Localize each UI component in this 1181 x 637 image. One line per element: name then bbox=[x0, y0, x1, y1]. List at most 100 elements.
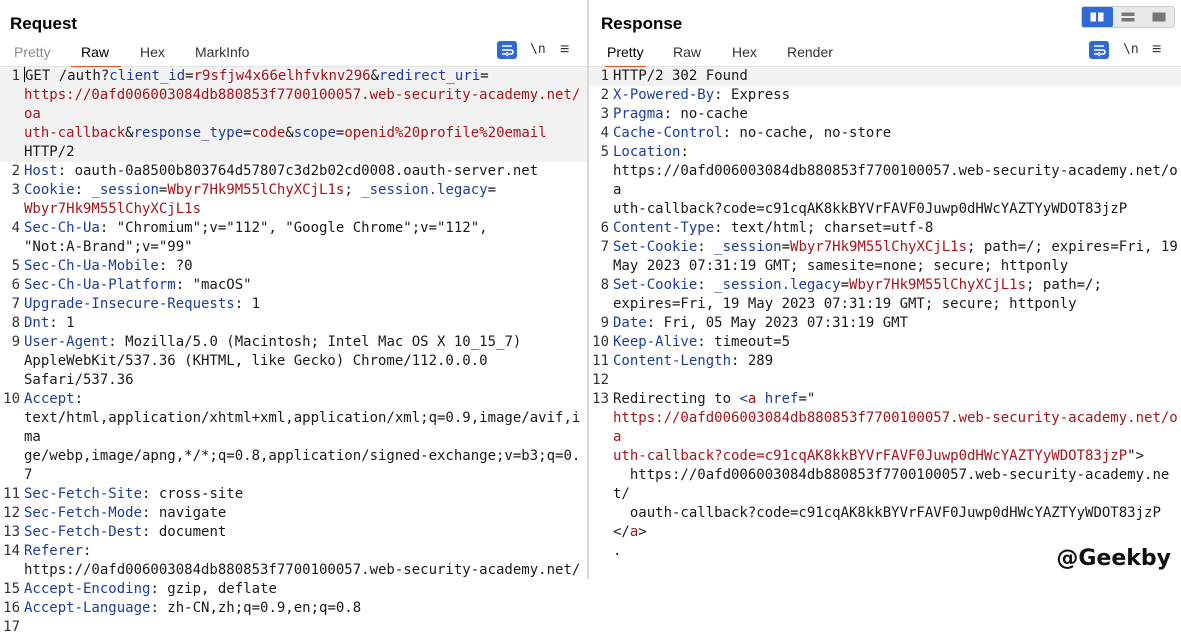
layout-toggle bbox=[1081, 6, 1175, 28]
line-number: 1 bbox=[11, 68, 20, 84]
wrap-lines-icon[interactable] bbox=[1089, 41, 1109, 59]
line-content: Cache-Control: no-cache, no-store bbox=[613, 125, 892, 141]
wrap-lines-icon[interactable] bbox=[497, 41, 517, 59]
line-content: Accept-Language: zh-CN,zh;q=0.9,en;q=0.8 bbox=[24, 600, 362, 616]
newline-toggle-icon[interactable]: \n bbox=[1123, 42, 1139, 57]
line-number: 4 bbox=[11, 220, 20, 236]
line-number: 11 bbox=[3, 486, 20, 502]
line-content: Referer: https://0afd006003084db880853f7… bbox=[24, 543, 581, 578]
response-tab-pretty[interactable]: Pretty bbox=[605, 44, 646, 68]
request-title: Request bbox=[10, 14, 78, 33]
line-number: 5 bbox=[600, 144, 609, 160]
line-number: 10 bbox=[3, 391, 20, 407]
line-content bbox=[24, 618, 587, 637]
line-content: Sec-Ch-Ua-Platform: "macOS" bbox=[24, 277, 252, 293]
line-content: X-Powered-By: Express bbox=[613, 87, 791, 103]
line-number: 8 bbox=[11, 315, 20, 331]
line-number: 3 bbox=[600, 106, 609, 122]
line-content: Content-Type: text/html; charset=utf-8 bbox=[613, 220, 934, 236]
line-content: Upgrade-Insecure-Requests: 1 bbox=[24, 296, 261, 312]
line-number: 7 bbox=[11, 296, 20, 312]
line-content: Pragma: no-cache bbox=[613, 106, 748, 122]
response-tab-raw[interactable]: Raw bbox=[673, 44, 702, 60]
line-content: User-Agent: Mozilla/5.0 (Macintosh; Inte… bbox=[24, 334, 522, 388]
watermark: @Geekby bbox=[1056, 546, 1171, 571]
response-title: Response bbox=[601, 14, 683, 33]
single-view-icon[interactable] bbox=[1143, 7, 1174, 27]
request-tab-markinfo[interactable]: MarkInfo bbox=[195, 44, 250, 60]
line-content: Date: Fri, 05 May 2023 07:31:19 GMT bbox=[613, 315, 909, 331]
line-number: 11 bbox=[592, 353, 609, 369]
stacked-view-icon[interactable] bbox=[1113, 7, 1144, 27]
line-content: Set-Cookie: _session.legacy=Wbyr7Hk9M55l… bbox=[613, 277, 1102, 312]
line-number: 12 bbox=[3, 505, 20, 521]
line-content: Sec-Ch-Ua-Mobile: ?0 bbox=[24, 258, 193, 274]
line-content: Sec-Fetch-Mode: navigate bbox=[24, 505, 227, 521]
code-line: 12 bbox=[589, 371, 1181, 390]
line-number: 13 bbox=[3, 524, 20, 540]
line-content: Location: https://0afd006003084db880853f… bbox=[613, 144, 1178, 217]
line-number: 10 bbox=[592, 334, 609, 350]
line-content: Content-Length: 289 bbox=[613, 353, 774, 369]
request-tab-hex[interactable]: Hex bbox=[140, 44, 165, 60]
response-tab-hex[interactable]: Hex bbox=[732, 44, 757, 60]
menu-icon[interactable]: ≡ bbox=[560, 41, 570, 58]
line-number: 12 bbox=[592, 372, 609, 388]
response-tabs: Pretty Raw Hex Render bbox=[589, 38, 1181, 68]
response-tab-render[interactable]: Render bbox=[787, 44, 833, 60]
side-by-side-view-icon[interactable] bbox=[1082, 7, 1113, 27]
line-content: Accept: text/html,application/xhtml+xml,… bbox=[24, 391, 581, 483]
line-content: Sec-Fetch-Dest: document bbox=[24, 524, 227, 540]
line-content: Set-Cookie: _session=Wbyr7Hk9M55lChyXCjL… bbox=[613, 239, 1178, 274]
menu-icon[interactable]: ≡ bbox=[1152, 41, 1162, 58]
line-content: Sec-Ch-Ua: "Chromium";v="112", "Google C… bbox=[24, 220, 488, 255]
line-content: GET /auth?client_id=r9sfjw4x66elhfvknv29… bbox=[24, 67, 581, 160]
line-number: 15 bbox=[3, 581, 20, 597]
request-tab-raw[interactable]: Raw bbox=[71, 44, 122, 68]
line-content: HTTP/2 302 Found bbox=[613, 68, 748, 84]
line-number: 5 bbox=[11, 258, 20, 274]
pane-divider[interactable] bbox=[587, 0, 589, 579]
line-content: Accept-Encoding: gzip, deflate bbox=[24, 581, 277, 597]
line-number: 4 bbox=[600, 125, 609, 141]
newline-toggle-icon[interactable]: \n bbox=[530, 42, 546, 57]
line-number: 2 bbox=[11, 163, 20, 179]
line-content: Sec-Fetch-Site: cross-site bbox=[24, 486, 244, 502]
line-content bbox=[613, 371, 1181, 390]
line-content: Dnt: 1 bbox=[24, 315, 75, 331]
line-content: Host: oauth-0a8500b803764d57807c3d2b02cd… bbox=[24, 163, 539, 179]
request-tab-pretty[interactable]: Pretty bbox=[14, 44, 51, 60]
line-number: 9 bbox=[600, 315, 609, 331]
line-number: 9 bbox=[11, 334, 20, 350]
line-number: 1 bbox=[600, 68, 609, 84]
